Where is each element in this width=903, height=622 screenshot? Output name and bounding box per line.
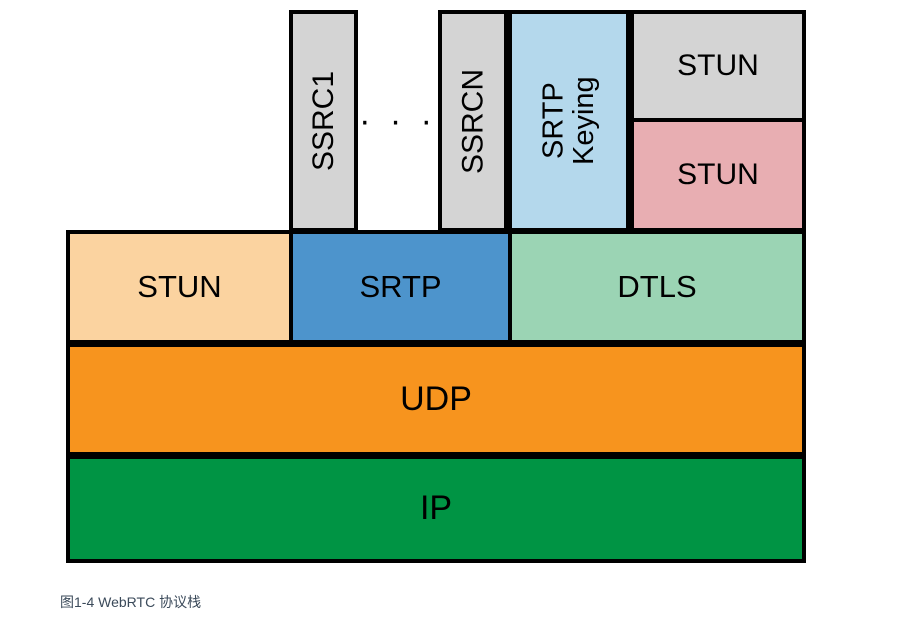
ssrcn-box: SSRCN xyxy=(438,10,508,232)
stun-signaling-pink-box: STUN xyxy=(630,118,806,232)
stun-protocol-box: STUN xyxy=(66,230,293,344)
udp-layer-box: UDP xyxy=(66,343,806,456)
dtls-protocol-box: DTLS xyxy=(508,230,806,344)
stun-signaling-gray-box: STUN xyxy=(630,10,806,122)
ellipsis-separator: · · · xyxy=(359,101,437,140)
srtp-keying-box: SRTP Keying xyxy=(508,10,630,232)
ip-layer-box: IP xyxy=(66,455,806,563)
webrtc-protocol-stack-diagram: SSRC1 · · · SSRCN SRTP Keying STUN STUN … xyxy=(66,10,806,563)
srtp-protocol-box: SRTP xyxy=(289,230,512,344)
ssrc1-box: SSRC1 xyxy=(289,10,358,232)
figure-caption: 图1-4 WebRTC 协议栈 xyxy=(60,594,202,610)
